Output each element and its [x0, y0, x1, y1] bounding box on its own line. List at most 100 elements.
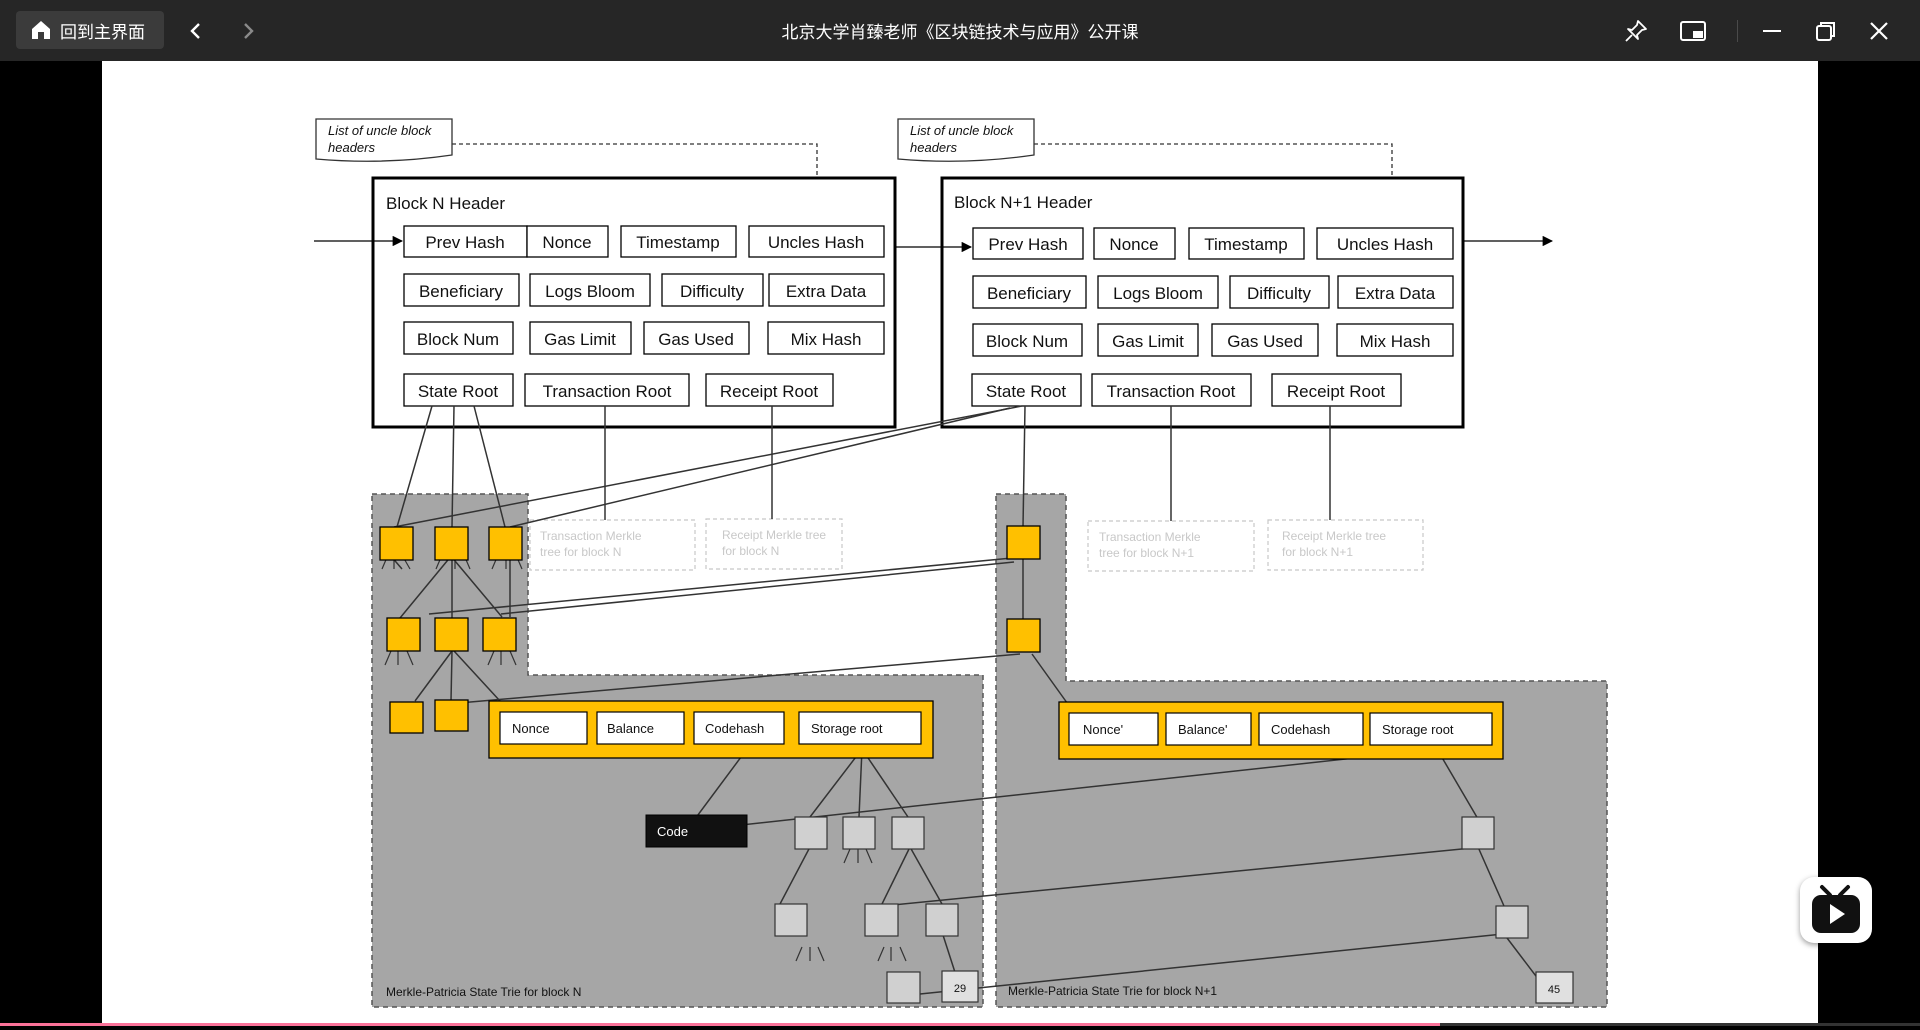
field-transaction-root: Transaction Root	[1091, 373, 1252, 407]
field-gas-limit: Gas Limit	[529, 321, 632, 355]
uncle-list-note-n1: List of uncle block headers	[897, 118, 1035, 162]
field-difficulty: Difficulty	[661, 273, 764, 307]
toolbar-divider	[1737, 20, 1738, 42]
uncle-list-note-n: List of uncle block headers	[315, 118, 453, 162]
storage-node	[774, 903, 808, 937]
bilibili-tv-button[interactable]	[1800, 877, 1872, 943]
trie-node	[1006, 525, 1041, 560]
field-uncles-hash: Uncles Hash	[748, 225, 885, 258]
account-storage-root: Storage root	[1369, 712, 1493, 746]
ghost-label: Receipt Merkle tree	[722, 528, 826, 542]
account-nonce: Nonce	[499, 711, 588, 745]
field-label: Block Num	[417, 330, 499, 349]
playback-progress-fill	[0, 1023, 1440, 1026]
home-button[interactable]: 回到主界面	[16, 11, 164, 49]
account-codehash: Codehash	[1258, 712, 1364, 746]
back-button[interactable]	[181, 16, 211, 46]
chevron-right-icon	[244, 23, 254, 39]
title-bar: 回到主界面 北京大学肖臻老师《区块链技术与应用》公开课	[0, 0, 1920, 61]
trie-node	[389, 701, 424, 734]
account-balance: Balance	[596, 711, 685, 745]
block-n-title: Block N Header	[386, 194, 505, 213]
field-label: Gas Limit	[544, 330, 616, 349]
ghost-label: for block N+1	[1282, 545, 1353, 559]
field-label: Codehash	[705, 721, 764, 736]
field-label: Receipt Root	[1287, 382, 1386, 401]
close-icon	[1870, 22, 1888, 40]
ghost-label: Transaction Merkle	[1099, 530, 1201, 544]
minimize-button[interactable]	[1756, 15, 1788, 47]
field-label: Block Num	[986, 332, 1068, 351]
field-extra-data: Extra Data	[1337, 275, 1454, 309]
field-mix-hash: Mix Hash	[767, 321, 885, 355]
field-label: Prev Hash	[425, 233, 504, 252]
trie-nodes-block-n	[379, 526, 523, 734]
trie-node	[1006, 618, 1041, 653]
leaf-stubs	[381, 554, 907, 962]
account-block-n: Nonce Balance Codehash Storage root	[488, 700, 934, 759]
field-label: Logs Bloom	[545, 282, 635, 301]
field-mix-hash: Mix Hash	[1336, 323, 1454, 357]
restore-icon	[1816, 22, 1835, 41]
field-label: Beneficiary	[419, 282, 504, 301]
field-prev-hash: Prev Hash	[403, 225, 528, 258]
field-block-num: Block Num	[403, 321, 514, 355]
storage-node	[864, 903, 899, 937]
field-label: Balance'	[1178, 722, 1227, 737]
field-label: Nonce	[1109, 235, 1158, 254]
field-difficulty: Difficulty	[1229, 275, 1330, 309]
picture-in-picture-button[interactable]	[1677, 15, 1709, 47]
field-label: Difficulty	[1247, 284, 1311, 303]
field-receipt-root: Receipt Root	[1271, 373, 1402, 407]
field-label: Gas Used	[658, 330, 734, 349]
field-label: Gas Used	[1227, 332, 1303, 351]
field-timestamp: Timestamp	[1188, 227, 1305, 260]
field-label: Extra Data	[786, 282, 867, 301]
code-label: Code	[657, 824, 688, 839]
forward-button[interactable]	[233, 16, 263, 46]
trie-node	[386, 617, 421, 652]
field-label: Difficulty	[680, 282, 744, 301]
chevron-left-icon	[190, 23, 200, 39]
tv-play-icon	[1812, 885, 1860, 933]
ghost-label: Receipt Merkle tree	[1282, 529, 1386, 543]
field-gas-limit: Gas Limit	[1097, 323, 1199, 357]
field-state-root: State Root	[403, 373, 514, 407]
field-label: Receipt Root	[720, 382, 819, 401]
block-n1-header: Block N+1 Header Prev Hash Nonce Timesta…	[940, 176, 1465, 429]
storage-node	[1461, 816, 1495, 850]
account-codehash: Codehash	[693, 711, 785, 745]
field-label: Storage root	[811, 721, 883, 736]
trie-nodes-block-n1	[1006, 525, 1041, 653]
uncle-note-line1: List of uncle block	[910, 123, 1015, 138]
tx-merkle-tree-n: Transaction Merkle tree for block N	[529, 519, 696, 571]
playback-progress-bar[interactable]	[0, 1023, 1920, 1026]
field-label: Gas Limit	[1112, 332, 1184, 351]
field-label: Codehash	[1271, 722, 1330, 737]
pin-button[interactable]	[1620, 15, 1652, 47]
account-balance: Balance'	[1165, 712, 1252, 746]
uncle-note-line1: List of uncle block	[328, 123, 433, 138]
storage-node	[925, 903, 959, 937]
field-beneficiary: Beneficiary	[403, 273, 520, 307]
field-gas-used: Gas Used	[643, 321, 750, 355]
block-n1-title: Block N+1 Header	[954, 193, 1093, 212]
pin-icon	[1625, 20, 1647, 42]
uncle-note-line2: headers	[328, 140, 375, 155]
field-label: Mix Hash	[1360, 332, 1431, 351]
field-prev-hash: Prev Hash	[972, 227, 1084, 260]
leaf-value: 45	[1548, 984, 1560, 996]
uncle-link-n1	[1034, 143, 1398, 225]
trie-node	[482, 617, 517, 652]
field-extra-data: Extra Data	[768, 273, 885, 307]
restore-button[interactable]	[1810, 15, 1842, 47]
home-icon	[32, 21, 50, 39]
home-button-label: 回到主界面	[60, 22, 145, 43]
leaf-value: 29	[954, 983, 966, 995]
block-n-header: Block N Header Prev Hash Nonce Timestamp…	[371, 176, 897, 429]
field-label: Beneficiary	[987, 284, 1072, 303]
storage-node	[794, 816, 828, 850]
field-nonce: Nonce	[526, 225, 609, 258]
close-button[interactable]	[1863, 15, 1895, 47]
field-label: Timestamp	[636, 233, 719, 252]
